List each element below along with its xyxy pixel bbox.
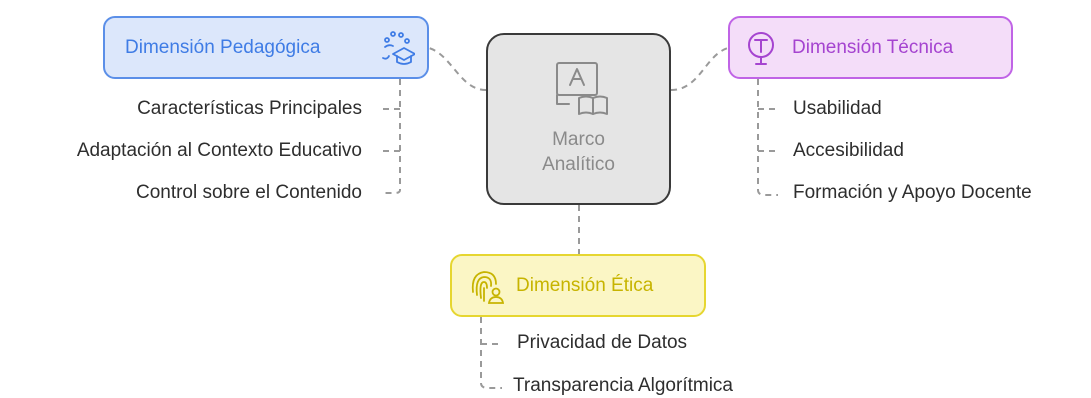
- pedagogica-item: Control sobre el Contenido: [135, 182, 362, 203]
- dimension-etica-title: Dimensión Ética: [516, 274, 654, 296]
- magnifier-text-icon: [748, 32, 774, 65]
- tecnica-item: Accesibilidad: [793, 140, 904, 161]
- graduation-cap-icon: [382, 31, 415, 65]
- dimension-tecnica-box: Dimensión Técnica: [728, 16, 1013, 79]
- etica-item: Transparencia Algorítmica: [513, 375, 734, 396]
- center-title-line1: Marco: [552, 129, 605, 150]
- dimension-etica-box: Dimensión Ética: [450, 254, 706, 317]
- tecnica-item: Usabilidad: [793, 98, 882, 119]
- pedagogica-item: Adaptación al Contexto Educativo: [76, 140, 362, 161]
- tecnica-item: Formación y Apoyo Docente: [793, 182, 1032, 203]
- dimension-tecnica-title: Dimensión Técnica: [792, 36, 954, 58]
- fingerprint-user-icon: [471, 271, 504, 304]
- etica-item: Privacidad de Datos: [517, 332, 688, 353]
- translation-book-icon: [556, 62, 608, 115]
- dimension-pedagogica-box: Dimensión Pedagógica: [103, 16, 429, 79]
- center-title: Marco Analítico: [488, 127, 669, 177]
- center-title-line2: Analítico: [542, 154, 615, 175]
- dimension-pedagogica-title: Dimensión Pedagógica: [125, 36, 321, 58]
- pedagogica-item: Características Principales: [137, 98, 362, 119]
- center-node-marco-analitico: Marco Analítico: [486, 33, 671, 205]
